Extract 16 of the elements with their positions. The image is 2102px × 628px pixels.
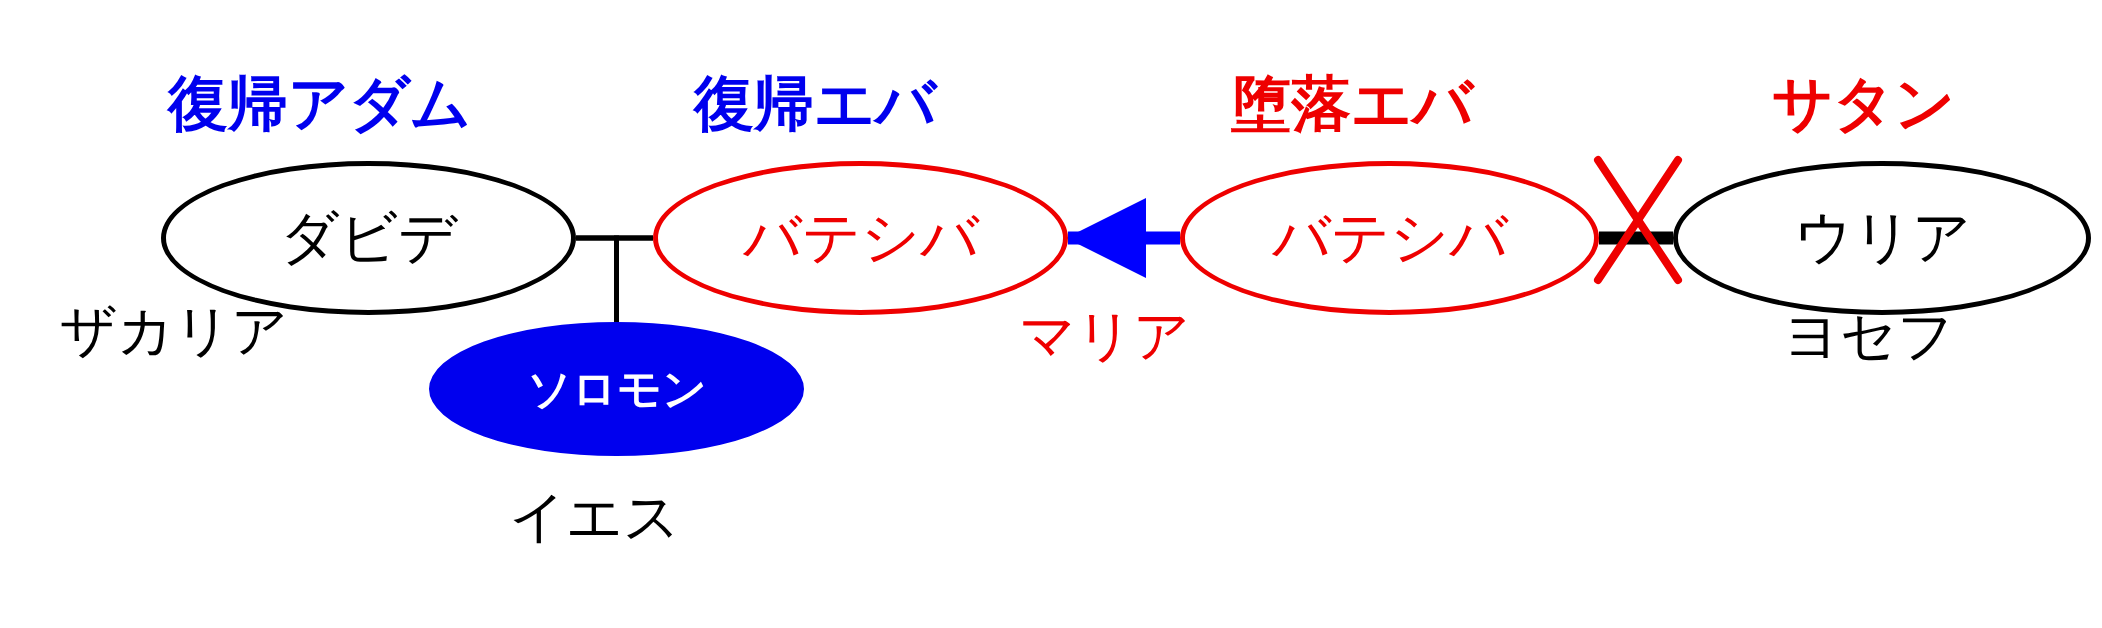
connector-line bbox=[1599, 231, 1673, 245]
role-label: 復帰アダム bbox=[168, 70, 471, 136]
role-label: サタン bbox=[1772, 70, 1955, 136]
node-label: ウリア bbox=[1793, 206, 1971, 270]
connector-line bbox=[614, 235, 653, 322]
name-label: ザカリア bbox=[60, 300, 288, 362]
role-label: 復帰エバ bbox=[694, 70, 936, 136]
name-label: ヨセフ bbox=[1783, 305, 1954, 367]
name-label: マリア bbox=[1019, 305, 1190, 367]
node-label: バテシバ bbox=[1271, 206, 1508, 270]
arrow bbox=[1066, 198, 1180, 278]
node-label: ソロモン bbox=[526, 364, 707, 414]
name-label: イエス bbox=[509, 486, 680, 548]
role-label: 堕落エバ bbox=[1231, 70, 1473, 136]
node-label: ダビデ bbox=[280, 206, 457, 270]
node-label: バテシバ bbox=[742, 206, 979, 270]
